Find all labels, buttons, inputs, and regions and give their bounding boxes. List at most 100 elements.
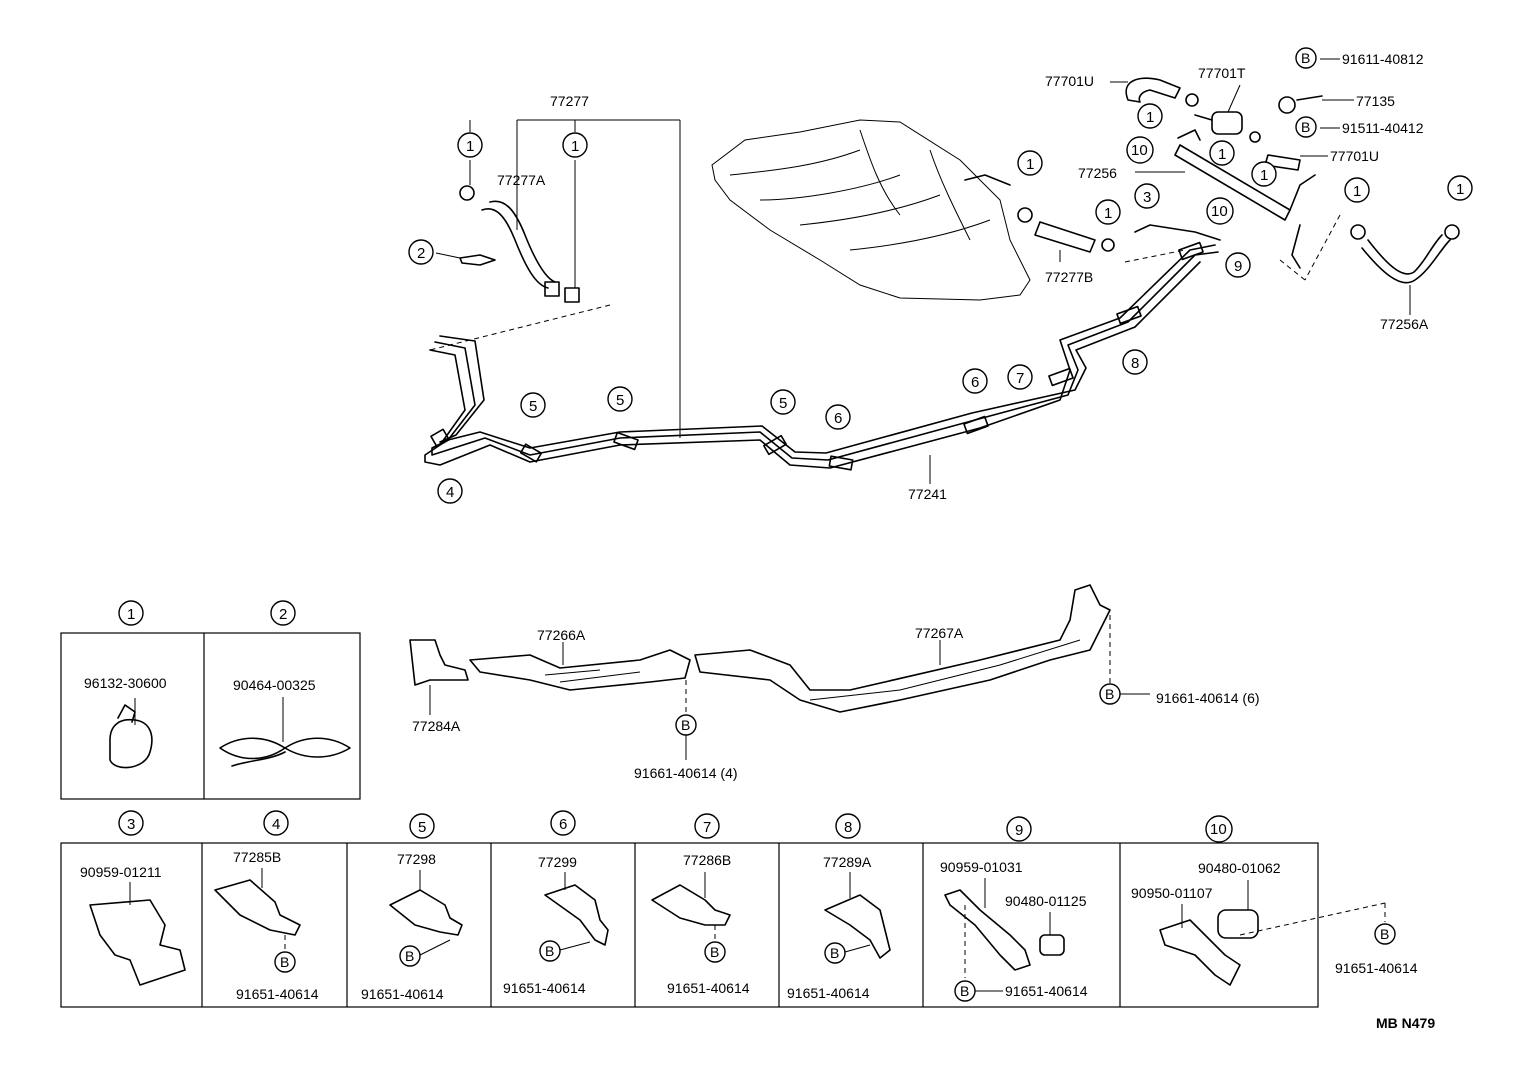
part-90959-01211: 90959-01211 bbox=[80, 864, 162, 880]
part-91651-40614-5: 91651-40614 bbox=[361, 986, 444, 1002]
ref-number: 3 bbox=[127, 816, 135, 833]
part-91651-40614-4: 91651-40614 bbox=[236, 986, 319, 1002]
ref-6: 6 bbox=[550, 810, 576, 836]
part-91651-40614-7: 91651-40614 bbox=[667, 980, 750, 996]
leader-77277 bbox=[469, 119, 681, 438]
ref-number: 2 bbox=[417, 245, 425, 262]
label-77701T: 77701T bbox=[1198, 65, 1246, 81]
bolt-marker: B bbox=[1374, 923, 1396, 945]
bolt-label: B bbox=[280, 954, 289, 970]
ref-number: 1 bbox=[1353, 183, 1361, 200]
bolt-marker: B bbox=[824, 942, 846, 964]
label-77256: 77256 bbox=[1078, 165, 1117, 181]
part-91651-40614-9: 91651-40614 bbox=[1005, 983, 1088, 999]
ref-number: 5 bbox=[616, 392, 624, 409]
part-90480-01062: 90480-01062 bbox=[1198, 860, 1281, 876]
ref-number: 10 bbox=[1131, 142, 1148, 159]
part-77286B: 77286B bbox=[683, 852, 731, 868]
ref-number: 4 bbox=[446, 484, 454, 501]
bolt-label: B bbox=[681, 717, 690, 733]
part-77298: 77298 bbox=[397, 851, 436, 867]
bolt-label: B bbox=[1105, 686, 1114, 702]
part-91651-40614-8: 91651-40614 bbox=[787, 985, 870, 1001]
ref-1: 1 bbox=[1447, 175, 1473, 201]
bracket-77284A bbox=[409, 639, 469, 715]
ref-1: 1 bbox=[1209, 140, 1235, 166]
label-77266A: 77266A bbox=[537, 627, 586, 643]
valve-77701T bbox=[1125, 77, 1323, 171]
bolt-label: B bbox=[1380, 926, 1389, 942]
bracket-77267A bbox=[694, 584, 1111, 713]
ref-number: 10 bbox=[1211, 203, 1228, 220]
ref-number: 1 bbox=[1218, 146, 1226, 163]
label-77277: 77277 bbox=[550, 93, 589, 109]
label-77701U-a: 77701U bbox=[1045, 73, 1094, 89]
ref-8: 8 bbox=[835, 813, 861, 839]
bolt-marker: B bbox=[704, 941, 726, 963]
ref-3: 3 bbox=[118, 810, 144, 836]
part-91651-40614-6: 91651-40614 bbox=[503, 980, 586, 996]
bolt-marker: B bbox=[1099, 683, 1150, 705]
ref-number: 1 bbox=[1146, 109, 1154, 126]
ref-number: 6 bbox=[559, 816, 567, 833]
vent-hoses bbox=[964, 129, 1341, 281]
ref-1: 1 bbox=[118, 600, 144, 626]
bolt-marker: B bbox=[1295, 47, 1317, 69]
part-90950-01107: 90950-01107 bbox=[1131, 885, 1213, 901]
ref-number: 1 bbox=[466, 138, 474, 155]
ref-number: 5 bbox=[418, 819, 426, 836]
label-77284A: 77284A bbox=[412, 718, 461, 734]
ref-10: 10 bbox=[1126, 136, 1154, 164]
ref-10: 10 bbox=[1206, 197, 1234, 225]
ref-1: 1 bbox=[1344, 177, 1370, 203]
ref-1: 1 bbox=[1251, 161, 1277, 187]
label-91661-40614-4: 91661-40614 (4) bbox=[634, 765, 738, 781]
ref-1: 1 bbox=[1017, 150, 1043, 176]
part-77285B: 77285B bbox=[233, 849, 281, 865]
fuel-line-77241 bbox=[424, 241, 1219, 484]
ref-number: 4 bbox=[272, 816, 280, 833]
ref-9: 9 bbox=[1225, 252, 1251, 278]
ref-4: 4 bbox=[263, 810, 289, 836]
ref-number: 7 bbox=[703, 819, 711, 836]
clamp-table-row-1: 1 2 96132-30600 90464-00325 bbox=[60, 600, 361, 800]
ref-number: 8 bbox=[1131, 355, 1139, 372]
bolt-label: B bbox=[1301, 119, 1310, 135]
label-77267A: 77267A bbox=[915, 625, 964, 641]
ref-3: 3 bbox=[1134, 183, 1160, 209]
part-90959-01031: 90959-01031 bbox=[940, 859, 1023, 875]
bolt-label: B bbox=[405, 948, 414, 964]
label-77241: 77241 bbox=[908, 486, 947, 502]
ref-number: 6 bbox=[834, 410, 842, 427]
ref-number: 1 bbox=[127, 606, 135, 623]
ref-number: 10 bbox=[1210, 821, 1227, 838]
ref-number: 7 bbox=[1016, 370, 1024, 387]
ref-number: 9 bbox=[1015, 822, 1023, 839]
part-90464-00325: 90464-00325 bbox=[233, 677, 316, 693]
ref-number: 9 bbox=[1234, 258, 1242, 275]
bolt-marker: B bbox=[954, 980, 1003, 1002]
ref-5: 5 bbox=[520, 392, 546, 418]
ref-5: 5 bbox=[409, 813, 435, 839]
hose-77256A bbox=[1350, 224, 1460, 315]
ref-9: 9 bbox=[1006, 816, 1032, 842]
filler-hose-77277A bbox=[429, 160, 611, 351]
part-96132-30600: 96132-30600 bbox=[84, 675, 167, 691]
bolt-marker: B bbox=[274, 951, 296, 973]
diagram-code: MB N479 bbox=[1376, 1015, 1435, 1031]
ref-number: 1 bbox=[1026, 156, 1034, 173]
ref-1: 1 bbox=[457, 132, 483, 158]
ref-4: 4 bbox=[437, 478, 463, 504]
ref-number: 1 bbox=[1260, 167, 1268, 184]
ref-5: 5 bbox=[607, 386, 633, 412]
ref-6: 6 bbox=[825, 404, 851, 430]
ref-number: 1 bbox=[1456, 181, 1464, 198]
bolt-marker: B bbox=[399, 945, 421, 967]
label-77701U-b: 77701U bbox=[1330, 148, 1379, 164]
label-77277B: 77277B bbox=[1045, 269, 1093, 285]
bolt-label: B bbox=[960, 983, 969, 999]
bolt-marker: B bbox=[675, 714, 697, 760]
label-91661-40614-6: 91661-40614 (6) bbox=[1156, 690, 1260, 706]
bolt-marker: B bbox=[1295, 116, 1317, 138]
